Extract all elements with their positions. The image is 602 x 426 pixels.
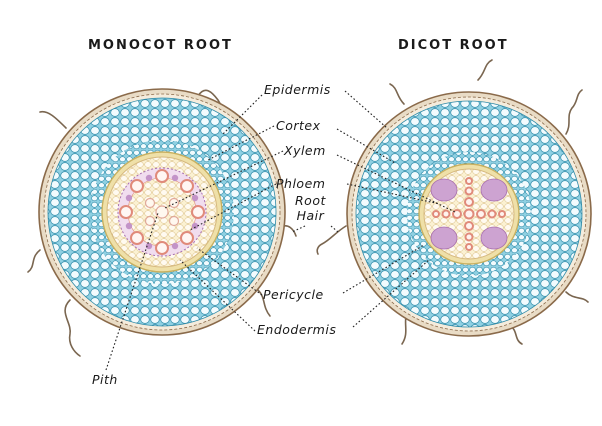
label-root-hair: Root Hair	[295, 193, 326, 223]
monocot-pith	[144, 197, 180, 227]
label-cortex: Cortex	[276, 118, 321, 133]
label-pith: Pith	[92, 372, 118, 387]
dicot-phloem	[430, 178, 508, 250]
label-epidermis: Epidermis	[264, 82, 331, 97]
label-xylem: Xylem	[284, 143, 326, 158]
monocot-root-title: MONOCOT ROOT	[88, 38, 233, 53]
dicot-root	[316, 59, 592, 345]
monocot-root	[27, 88, 297, 357]
label-phloem: Phloem	[276, 176, 326, 191]
dicot-xylem	[432, 177, 506, 251]
label-root-hair-line2: Hair	[296, 208, 325, 223]
label-root-hair-line1: Root	[295, 193, 326, 208]
monocot-phloem	[125, 174, 199, 250]
label-pericycle: Pericycle	[263, 287, 324, 302]
label-endodermis: Endodermis	[257, 322, 337, 337]
leader-lines	[105, 90, 456, 371]
monocot-xylem	[119, 169, 205, 255]
dicot-root-title: DICOT ROOT	[398, 38, 509, 53]
